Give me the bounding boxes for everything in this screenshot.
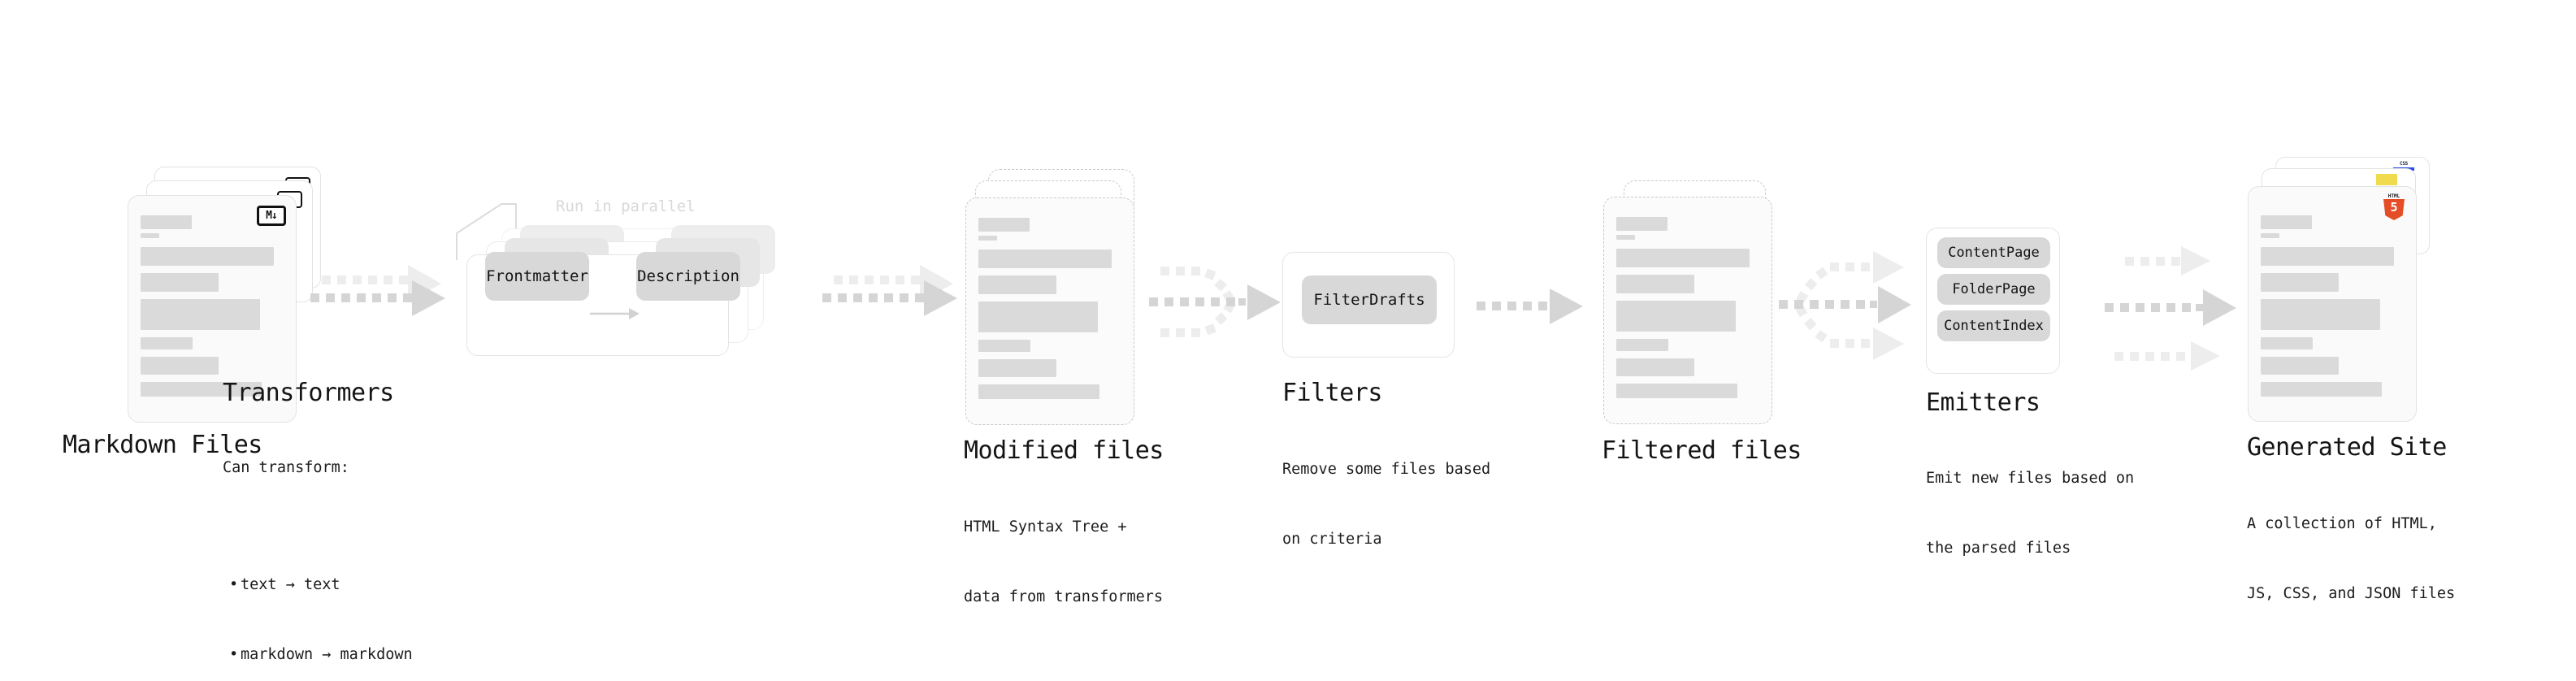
- placeholder-line: [2261, 299, 2380, 330]
- placeholder-line: [978, 340, 1030, 352]
- run-in-parallel-bracket: [456, 203, 517, 260]
- filter-pill-filterdrafts: FilterDrafts: [1302, 275, 1437, 324]
- placeholder-line: [141, 215, 192, 229]
- css-badge-label: CSS: [2400, 161, 2408, 167]
- placeholder-line: [141, 357, 219, 375]
- placeholder-line: [978, 275, 1056, 294]
- html5-badge: HTML 5: [2382, 194, 2406, 220]
- placeholder-line: [1616, 249, 1750, 267]
- stage-title-generated-site: Generated Site: [2247, 433, 2447, 462]
- caption-line: Remove some files based: [1282, 461, 1491, 479]
- placeholder-line: [2261, 215, 2312, 229]
- placeholder-line: [141, 273, 219, 292]
- transformer-arrow-frontmatter-to-description: [590, 308, 640, 319]
- stage-caption-modified-files: HTML Syntax Tree + data from transformer…: [964, 470, 1163, 656]
- transformer-pill-description: Description: [636, 252, 740, 301]
- placeholder-line: [978, 236, 997, 241]
- placeholder-line: [2261, 357, 2339, 375]
- placeholder-line: [2261, 247, 2394, 266]
- transformer-card-front: Frontmatter Description: [466, 252, 740, 356]
- site-file-card-front: HTML 5: [2248, 186, 2417, 422]
- placeholder-line: [1616, 339, 1668, 351]
- caption-line: data from transformers: [964, 588, 1164, 606]
- transform-bullet: text → text: [223, 574, 413, 597]
- caption-line: Emit new files based on: [1926, 470, 2135, 488]
- caption-line: A collection of HTML,: [2247, 515, 2437, 533]
- placeholder-line: [2261, 233, 2279, 238]
- placeholder-line: [1616, 384, 1737, 398]
- connector-modified-to-filters: [1149, 267, 1281, 337]
- modified-file-card-front: [965, 197, 1134, 425]
- run-in-parallel-label: Run in parallel: [556, 197, 696, 215]
- placeholder-line: [978, 384, 1099, 399]
- placeholder-line: [1616, 275, 1694, 293]
- placeholder-line: [978, 359, 1056, 377]
- file-placeholder-lines: [978, 218, 1121, 406]
- caption-line: JS, CSS, and JSON files: [2247, 585, 2456, 603]
- stage-title-modified-files: Modified files: [964, 436, 1164, 465]
- placeholder-line: [141, 299, 260, 330]
- js-badge: [2376, 174, 2397, 185]
- placeholder-line: [978, 249, 1112, 268]
- markdown-file-card-front: M↓: [128, 195, 297, 423]
- stage-title-markdown-files: Markdown Files: [63, 431, 262, 459]
- placeholder-line: [141, 337, 193, 349]
- markdown-badge: M↓: [257, 206, 286, 226]
- placeholder-line: [2261, 382, 2382, 397]
- placeholder-line: [1616, 358, 1694, 376]
- placeholder-line: [978, 218, 1030, 232]
- placeholder-line: [1616, 217, 1667, 231]
- file-placeholder-lines: [2261, 215, 2404, 404]
- stage-title-filters: Filters: [1282, 379, 1382, 407]
- caption-line: on criteria: [1282, 531, 1382, 549]
- filters-card: FilterDrafts: [1282, 252, 1455, 358]
- placeholder-line: [141, 233, 159, 238]
- placeholder-line: [2261, 273, 2339, 292]
- stage-caption-filters: Remove some files based on criteria: [1282, 412, 1490, 598]
- stage-caption-transformers: Can transform: text → text markdown → ma…: [223, 410, 413, 681]
- placeholder-line: [141, 247, 274, 266]
- stage-title-emitters: Emitters: [1926, 388, 2040, 417]
- connector-filtered-to-emitters: [1779, 251, 1911, 360]
- file-placeholder-lines: [1616, 217, 1759, 406]
- connector-filters-to-filtered: [1477, 288, 1583, 324]
- transform-bullet-list: text → text markdown → markdown html → h…: [223, 527, 413, 681]
- stage-caption-emitters: Emit new files based on the parsed files: [1926, 421, 2134, 607]
- connector-transformers-to-modified: [822, 265, 957, 316]
- placeholder-line: [1616, 301, 1736, 332]
- caption-heading: Can transform:: [223, 459, 349, 477]
- connector-emitters-to-site: [2105, 246, 2236, 371]
- caption-line: HTML Syntax Tree +: [964, 518, 1127, 536]
- stage-title-transformers: Transformers: [223, 379, 394, 407]
- filtered-file-card-front: [1603, 197, 1772, 424]
- emitter-pill-contentpage: ContentPage: [1937, 237, 2050, 268]
- placeholder-line: [141, 382, 262, 397]
- placeholder-line: [2261, 337, 2313, 349]
- placeholder-line: [978, 301, 1098, 332]
- transform-bullet: markdown → markdown: [223, 644, 413, 667]
- transformer-pill-frontmatter: Frontmatter: [485, 252, 589, 301]
- emitters-card: ContentPage FolderPage ContentIndex: [1926, 228, 2060, 374]
- emitter-pill-folderpage: FolderPage: [1937, 274, 2050, 305]
- file-placeholder-lines: [141, 215, 284, 404]
- stage-caption-generated-site: A collection of HTML, JS, CSS, and JSON …: [2247, 466, 2455, 653]
- html5-badge-label: HTML: [2387, 193, 2400, 199]
- connector-markdown-to-transformers: [310, 265, 445, 316]
- emitter-pill-contentindex: ContentIndex: [1937, 310, 2050, 341]
- stage-title-filtered-files: Filtered files: [1602, 436, 1802, 465]
- caption-line: the parsed files: [1926, 540, 2071, 557]
- placeholder-line: [1616, 235, 1635, 240]
